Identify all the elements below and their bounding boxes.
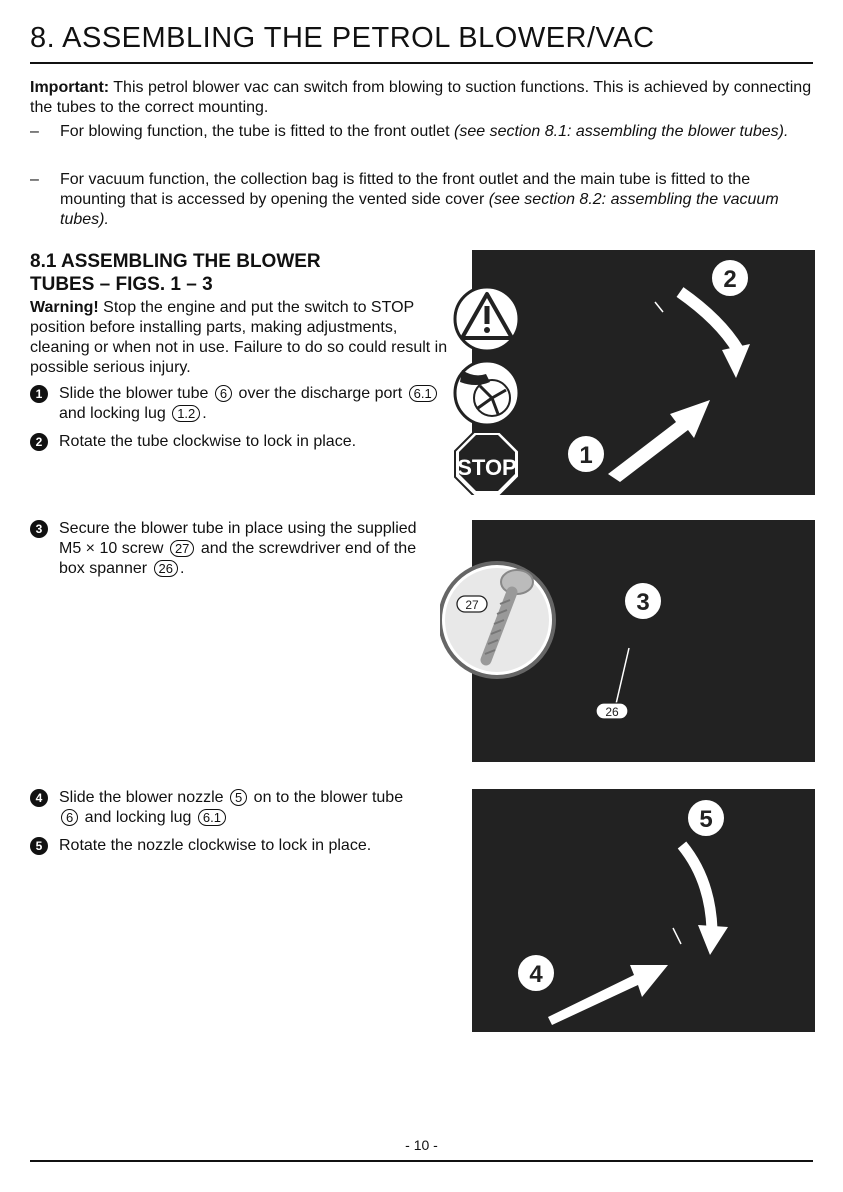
callout-5: 5: [686, 798, 726, 838]
rotate-arrow-head-icon: [722, 344, 750, 378]
step-number: 2: [30, 433, 48, 451]
step-text: .: [202, 405, 207, 422]
leader-line: [615, 647, 630, 705]
callout-5-label: 5: [699, 806, 712, 833]
callout-2-label: 2: [723, 266, 736, 293]
part-ref: 26: [153, 560, 178, 577]
stop-sign-text: STOP: [457, 455, 517, 480]
part-ref: 27: [169, 540, 195, 557]
bullet-ref: (see section 8.1: assembling the blower …: [454, 123, 789, 140]
callout-1-label: 1: [579, 442, 592, 469]
step-number: 1: [30, 385, 48, 403]
step-number: 5: [30, 837, 48, 855]
step-text: Slide the blower tube: [59, 385, 213, 402]
intro-label: Important:: [30, 79, 110, 96]
leader-line: [672, 927, 682, 945]
bullet-ref: (see section 8.2: assembling the vacuum …: [60, 191, 779, 228]
step-text: over the discharge port: [234, 385, 407, 402]
step-text: Secure the blower tube in place using th…: [59, 520, 417, 557]
part-ref-26-label: 26: [605, 705, 619, 719]
callout-1: 1: [566, 434, 606, 474]
step-text: Slide the blower nozzle: [59, 789, 228, 806]
intro-paragraph: Important: This petrol blower vac can sw…: [30, 78, 820, 118]
figure-3: 5 4: [472, 789, 815, 1032]
fan-hazard-icon: [453, 359, 521, 427]
callout-3-label: 3: [636, 589, 649, 616]
section-title-line2: TUBES – FIGS. 1 – 3: [30, 274, 213, 295]
callout-3: 3: [623, 581, 663, 621]
part-ref-26: 26: [595, 702, 629, 720]
callout-4-label: 4: [529, 961, 543, 988]
warning-text: Stop the engine and put the switch to ST…: [30, 299, 448, 376]
figure-1: STOP 2 1: [453, 250, 815, 495]
step-text: Rotate the nozzle clockwise to lock in p…: [59, 837, 372, 854]
section-title-line1: 8.1 ASSEMBLING THE BLOWER: [30, 251, 321, 272]
warning-paragraph: Warning! Stop the engine and put the swi…: [30, 298, 450, 378]
page-title: 8. ASSEMBLING THE PETROL BLOWER/VAC: [30, 22, 655, 54]
figure-3-background: [472, 789, 815, 1032]
part-ref: 6.1: [197, 809, 226, 826]
part-ref: 5: [229, 789, 248, 806]
bullet-text: For blowing function, the tube is fitted…: [60, 123, 455, 140]
callout-2: 2: [710, 258, 750, 298]
part-ref: 6: [61, 809, 79, 826]
step-number: 3: [30, 520, 48, 538]
part-ref-27: 27: [456, 595, 488, 613]
figure-2: 27 3 26: [440, 520, 815, 762]
page-number: - 10 -: [405, 1137, 438, 1153]
part-ref: 1.2: [172, 405, 201, 422]
step-text: .: [179, 560, 185, 577]
part-ref-27-label: 27: [465, 598, 479, 612]
rotate-arrow-icon: [676, 287, 744, 354]
slide-arrow-icon: [608, 400, 710, 482]
section-title: 8.1 ASSEMBLING THE BLOWER TUBES – FIGS. …: [30, 250, 430, 296]
rotate-arrow-icon: [677, 841, 718, 930]
warning-label: Warning!: [30, 299, 99, 316]
step-text: and locking lug: [59, 405, 171, 422]
bullet-dash: –: [30, 171, 39, 188]
title-divider: [30, 62, 813, 64]
intro-text: This petrol blower vac can switch from b…: [30, 79, 812, 116]
step-text: Rotate the tube clockwise to lock in pla…: [59, 433, 357, 450]
step-text: and locking lug: [80, 809, 196, 826]
stop-sign-icon: STOP: [454, 431, 520, 495]
callout-4: 4: [516, 953, 556, 993]
leader-line: [654, 301, 664, 313]
rotate-arrow-head-icon: [698, 925, 728, 955]
screw-detail-icon: [440, 561, 556, 679]
step-number: 4: [30, 789, 48, 807]
footer-divider: [30, 1160, 813, 1162]
slide-arrow-icon: [548, 965, 668, 1025]
part-ref: 6: [214, 385, 233, 402]
part-ref: 6.1: [408, 385, 437, 402]
step-text: on to the blower tube: [249, 789, 404, 806]
bullet-text: For vacuum function, the collection bag …: [60, 171, 751, 208]
step-text: and the screwdriver end of the box spann…: [59, 540, 417, 577]
warning-triangle-icon: [453, 285, 521, 353]
bullet-dash: –: [30, 123, 39, 140]
